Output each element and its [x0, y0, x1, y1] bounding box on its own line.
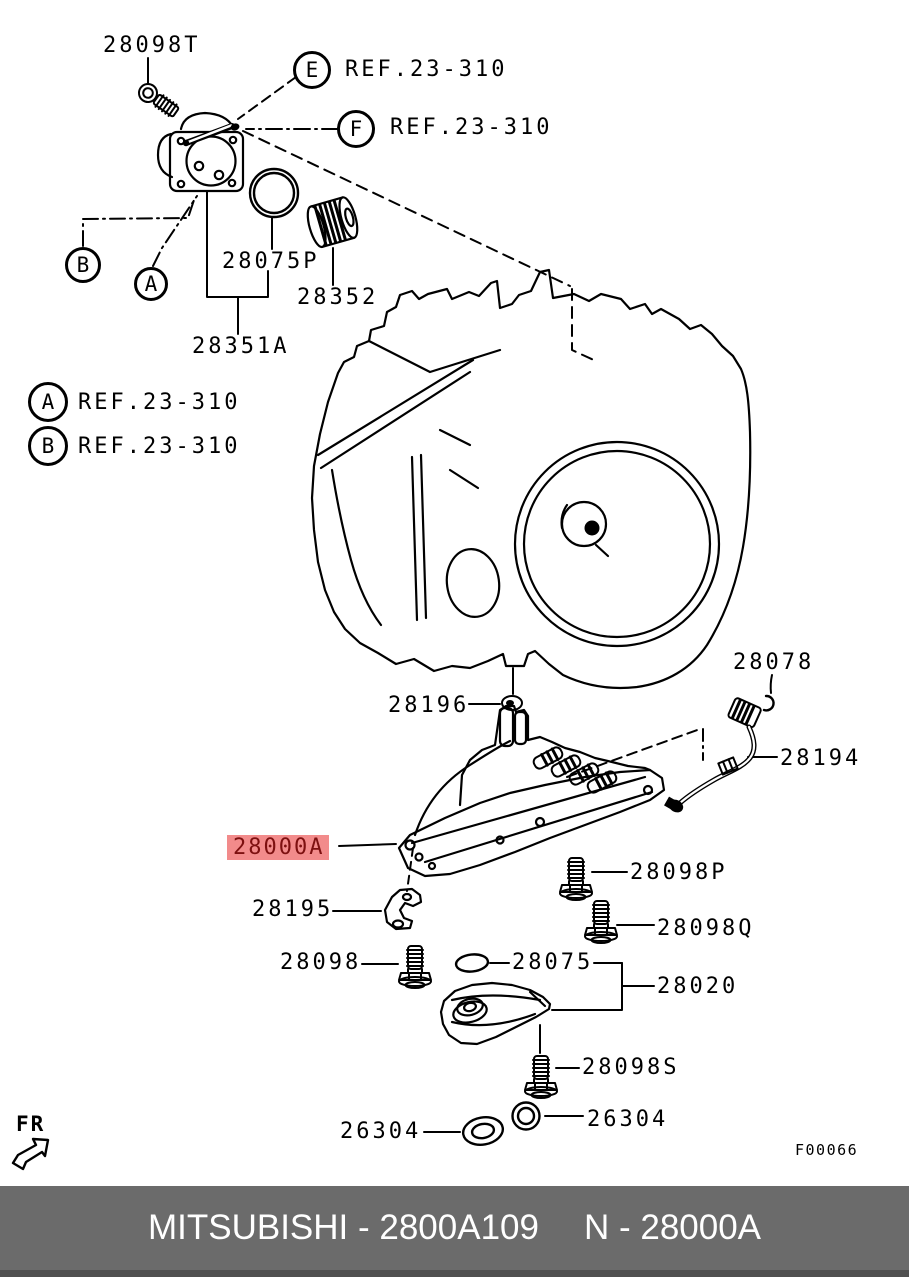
- oil-strainer-28020: [439, 981, 552, 1046]
- part-label-28195: 28195: [252, 897, 334, 922]
- figure-code: F00066: [795, 1141, 859, 1159]
- part-label-26304-left: 26304: [340, 1119, 422, 1144]
- part-label-28098T: 28098T: [103, 33, 201, 58]
- part-label-26304-right: 26304: [587, 1107, 669, 1132]
- reference-dash-lines: [82, 76, 704, 892]
- part-label-ref-f: REF.23-310: [390, 115, 553, 140]
- snap-ring-28078: [762, 694, 775, 712]
- bolt-28098: [398, 945, 432, 989]
- footer-bar: MITSUBISHI - 2800A109 N - 28000A: [0, 1186, 909, 1277]
- footer-part-ref: N - 28000A: [583, 1208, 762, 1247]
- part-label-28194: 28194: [780, 746, 862, 771]
- part-label-28075P: 28075P: [222, 249, 320, 274]
- part-label-28351A: 28351A: [192, 334, 290, 359]
- washer-26304-right: [511, 1101, 541, 1131]
- part-label-28196: 28196: [388, 693, 470, 718]
- part-label-ref-b: REF.23-310: [78, 434, 241, 459]
- bolt-28098q: [584, 900, 618, 944]
- leader-lines: [147, 57, 778, 1133]
- part-label-28098: 28098: [280, 950, 362, 975]
- part-label-ref-e: REF.23-310: [345, 57, 508, 82]
- part-label-28020: 28020: [657, 974, 739, 999]
- part-label-28352: 28352: [297, 285, 379, 310]
- o-ring-28075: [454, 953, 490, 973]
- footer-catalog-ref: MITSUBISHI - 2800A109: [147, 1208, 539, 1247]
- circle-a-callout: A: [134, 267, 168, 301]
- circle-b-ref: B: [28, 426, 68, 466]
- filter-28352: [306, 196, 359, 249]
- bracket-28195: [383, 887, 423, 931]
- bolt-28098p: [559, 857, 593, 901]
- oil-pump-cover: [156, 111, 245, 193]
- part-label-28078: 28078: [733, 650, 815, 675]
- circle-f: F: [337, 110, 375, 148]
- bolt-28098s: [524, 1055, 558, 1099]
- harness-28194: [664, 697, 762, 813]
- part-label-ref-a: REF.23-310: [78, 390, 241, 415]
- transmission-case: [310, 268, 752, 690]
- washer-26304-left: [461, 1116, 505, 1146]
- fr-direction-arrow: [11, 1137, 50, 1171]
- valve-body-28000a: [397, 704, 666, 878]
- circle-b-callout: B: [65, 247, 101, 283]
- part-label-28098Q: 28098Q: [657, 916, 755, 941]
- circle-a-ref: A: [28, 382, 68, 422]
- circle-e: E: [293, 51, 331, 89]
- fr-label: FR: [16, 1112, 46, 1136]
- part-label-28000A: 28000A: [227, 835, 330, 860]
- part-label-28098P: 28098P: [630, 860, 728, 885]
- part-label-28075: 28075: [512, 950, 594, 975]
- part-label-28098S: 28098S: [582, 1055, 680, 1080]
- bolt-28098t: [138, 83, 180, 118]
- o-ring-28075p: [248, 167, 300, 219]
